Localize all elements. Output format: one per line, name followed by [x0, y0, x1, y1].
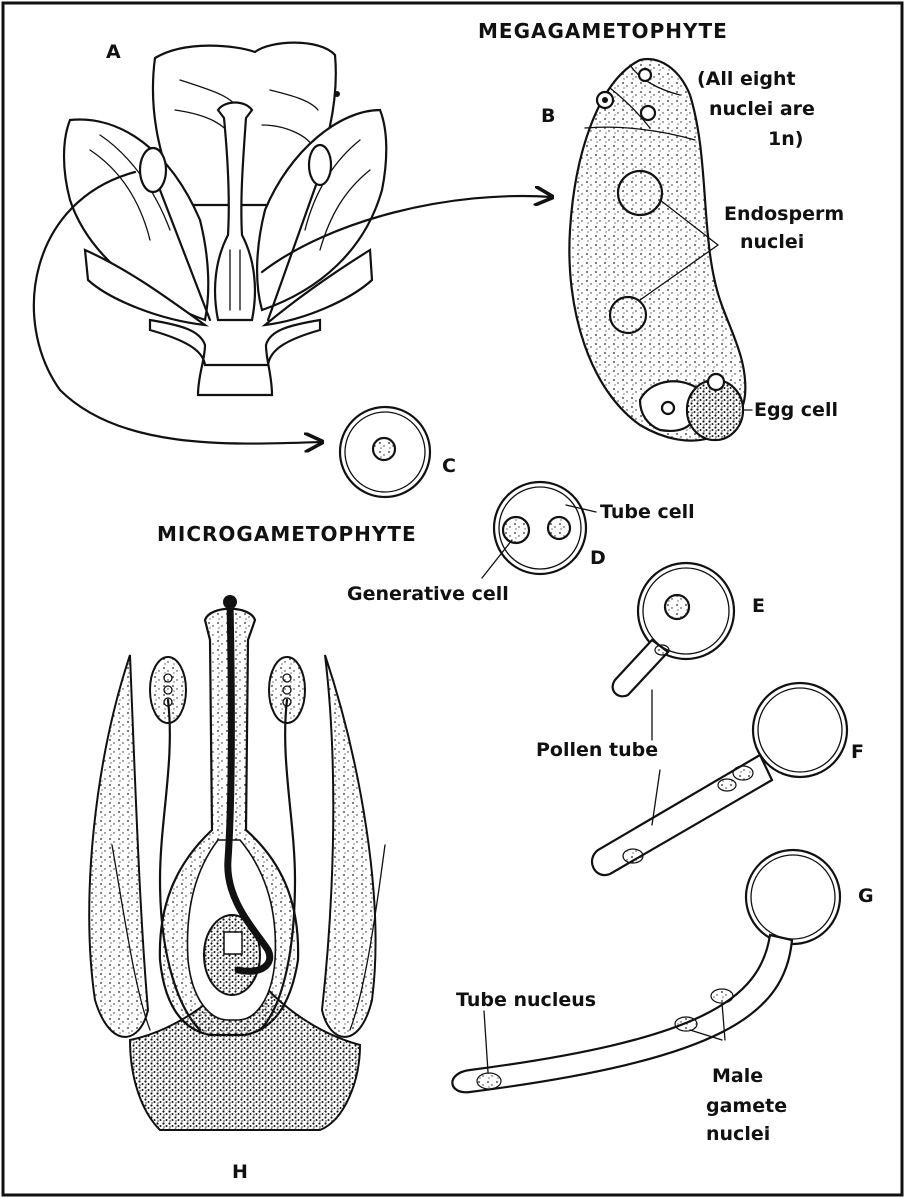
label-male-line2: gamete	[706, 1095, 787, 1117]
flower-section-h	[89, 595, 385, 1130]
label-male-line1: Male	[712, 1065, 763, 1087]
heading-megagametophyte: MEGAGAMETOPHYTE	[478, 19, 728, 43]
ploidy-note-line2: nuclei are	[709, 98, 815, 120]
label-f: F	[851, 741, 864, 763]
label-a: A	[106, 41, 121, 63]
label-e: E	[752, 595, 765, 617]
germinating-pollen-e	[613, 563, 734, 740]
ploidy-note-line3: 1n)	[768, 128, 803, 150]
pollen-grain-c	[340, 407, 430, 497]
label-c: C	[442, 455, 456, 477]
label-tube-cell: Tube cell	[600, 501, 695, 523]
label-endosperm-line1: Endosperm	[724, 203, 844, 225]
label-generative-cell: Generative cell	[347, 583, 509, 605]
label-egg-cell: Egg cell	[754, 399, 838, 421]
label-male-line3: nuclei	[706, 1123, 770, 1145]
label-d: D	[590, 547, 606, 569]
pollen-tube-f	[592, 683, 847, 875]
pollen-tube-g	[452, 850, 840, 1092]
label-tube-nucleus: Tube nucleus	[456, 989, 596, 1011]
label-endosperm-line2: nuclei	[740, 231, 804, 253]
label-pollen-tube: Pollen tube	[536, 739, 658, 761]
pollen-grain-d	[482, 482, 596, 578]
flower-illustration-a	[64, 43, 386, 395]
label-g: G	[858, 885, 874, 907]
ploidy-note-line1: (All eight	[697, 68, 796, 90]
heading-microgametophyte: MICROGAMETOPHYTE	[157, 522, 417, 546]
label-h: H	[232, 1161, 248, 1183]
label-b: B	[541, 105, 555, 127]
